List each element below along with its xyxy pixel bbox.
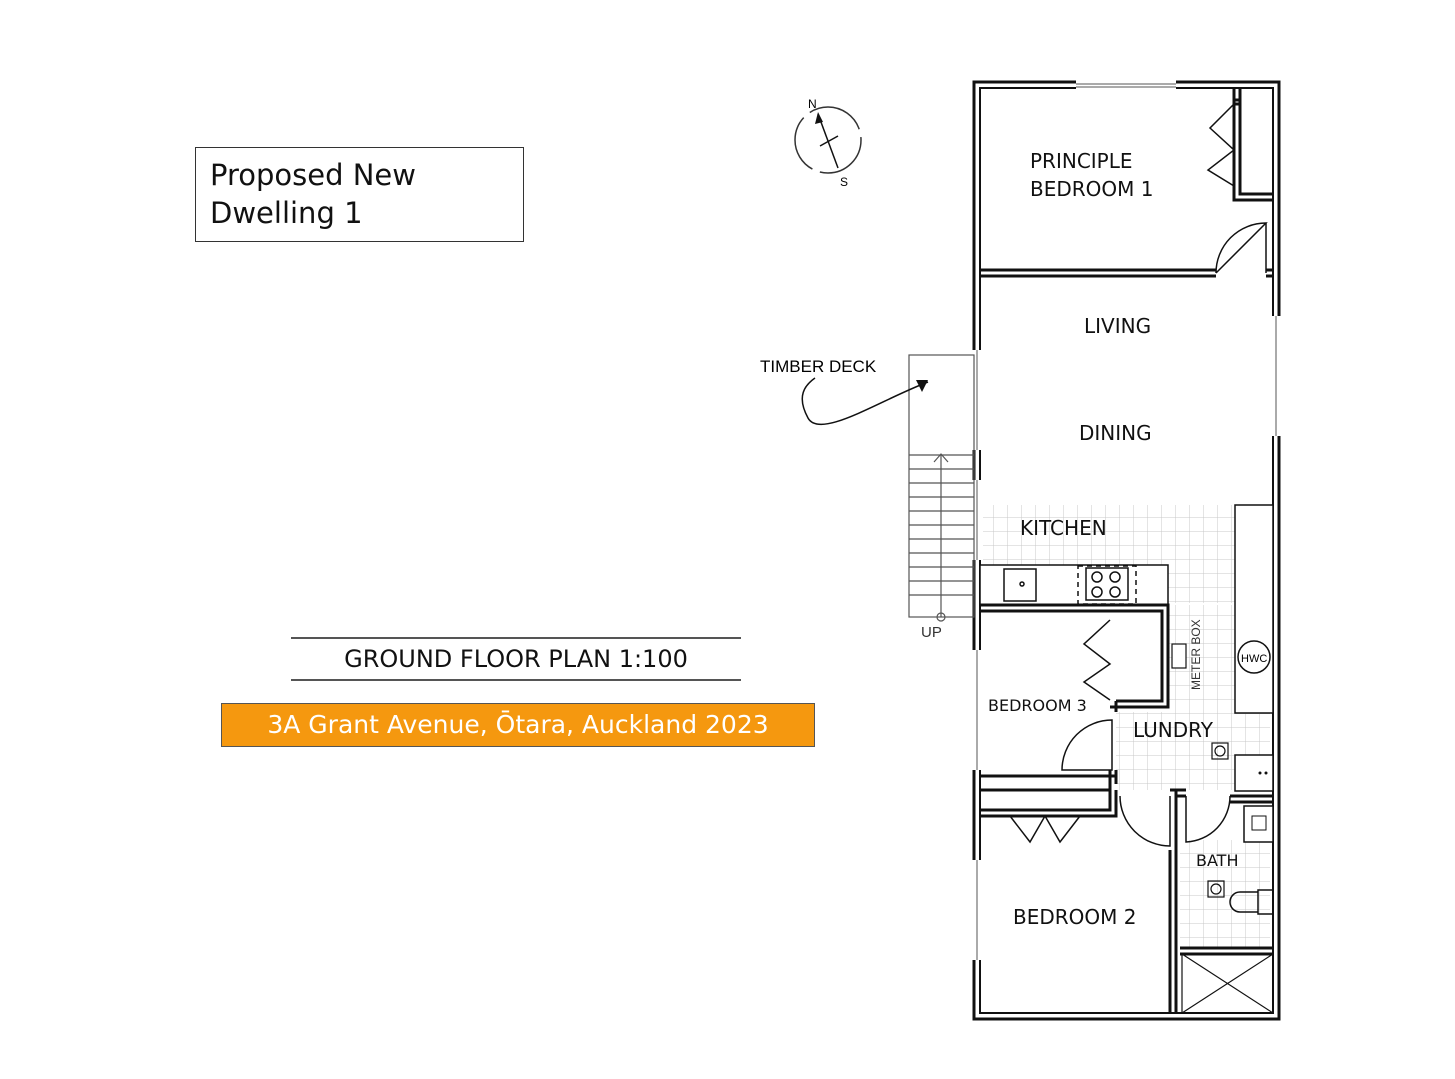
room-label-laundry: LUNDRY <box>1133 718 1214 742</box>
laundry-floor-waste-icon <box>1211 742 1229 760</box>
bath-floor-waste-icon <box>1207 880 1225 898</box>
room-label-bedroom2: BEDROOM 2 <box>1013 905 1136 929</box>
stairs-up-label: UP <box>921 624 942 641</box>
pantry-bench <box>1234 504 1274 714</box>
hwc-label: HWC <box>1241 653 1267 665</box>
wardrobe-door-bedroom2 <box>1009 814 1081 844</box>
shower <box>1181 953 1274 1014</box>
deck-label: TIMBER DECK <box>760 357 877 376</box>
room-label-principle-line2: BEDROOM 1 <box>1030 177 1153 201</box>
compass-north-label: N <box>808 97 817 111</box>
room-label-principle-line1: PRINCIPLE <box>1030 149 1133 173</box>
window-top <box>1076 80 1176 90</box>
cooktop-icon <box>1077 565 1137 605</box>
deck-pointer-arrow <box>801 377 929 426</box>
room-label-dining: DINING <box>1079 421 1152 445</box>
plan-title: GROUND FLOOR PLAN 1:100 <box>291 637 741 681</box>
hwc-cylinder <box>1237 640 1271 674</box>
address-banner: 3A Grant Avenue, Ōtara, Auckland 2023 <box>221 703 815 747</box>
compass-icon: N S <box>794 97 862 189</box>
room-label-bath: BATH <box>1196 851 1238 870</box>
wardrobe-door-bedroom1 <box>1206 103 1236 187</box>
room-label-kitchen: KITCHEN <box>1020 516 1107 540</box>
principle-bedroom-walls <box>980 88 1273 278</box>
room-label-bedroom3: BEDROOM 3 <box>988 696 1087 715</box>
bath-vanity <box>1243 805 1274 843</box>
bath-tiles <box>1180 840 1270 948</box>
meter-box-label: METER BOX <box>1189 619 1203 690</box>
compass-south-label: S <box>840 175 848 189</box>
door-bath <box>1185 795 1231 843</box>
door-bedroom1 <box>1215 222 1268 274</box>
dwelling-title-line1: Proposed New <box>210 158 416 192</box>
kitchen-bench <box>979 564 1169 606</box>
dwelling-title-box: Proposed New Dwelling 1 <box>195 147 524 242</box>
dwelling-title-line2: Dwelling 1 <box>210 196 363 230</box>
door-bedroom3 <box>1061 719 1113 771</box>
bedroom2-walls <box>980 788 1186 1013</box>
meter-box <box>1171 643 1187 669</box>
toilet-icon <box>1229 889 1274 915</box>
wardrobe-door-bedroom3 <box>1082 619 1112 701</box>
timber-deck <box>908 354 975 622</box>
room-label-living: LIVING <box>1084 314 1151 338</box>
door-bedroom2 <box>1119 795 1171 847</box>
